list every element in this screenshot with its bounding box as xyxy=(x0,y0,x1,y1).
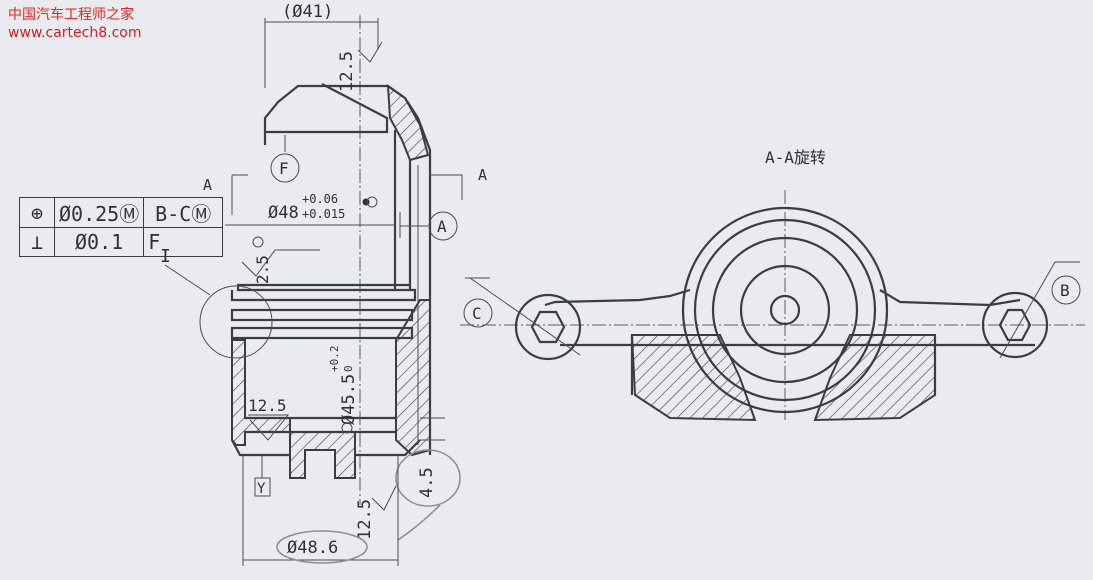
base-sides xyxy=(630,335,937,395)
watermark-line2: www.cartech8.com xyxy=(8,25,142,41)
right-boss-hex xyxy=(998,308,1032,342)
datum-Y-box xyxy=(254,477,271,497)
roughness-bottom-value: 12.5 xyxy=(355,499,375,540)
ring-4 xyxy=(739,264,831,356)
pen-mark-45 xyxy=(395,449,461,507)
bottom-boss-hatch xyxy=(289,431,356,479)
datum-C-label: C xyxy=(472,304,482,323)
top-cap-hatch xyxy=(386,83,430,162)
groove-2 xyxy=(230,326,414,340)
datum-F-bubble xyxy=(270,153,300,183)
groove-1 xyxy=(230,308,414,322)
section-A-right-line xyxy=(430,174,463,200)
roughness-top-value: 12.5 xyxy=(337,51,357,92)
datum-A-label: A xyxy=(437,217,447,236)
datum-B-leader xyxy=(999,261,1056,359)
mid-cross-circle xyxy=(252,236,264,248)
watermark-line1: 中国汽车工程师之家 xyxy=(8,7,134,23)
perpendicularity-tolerance: Ø0.1 xyxy=(53,227,145,257)
detail-I-leader xyxy=(164,264,211,296)
datum-C-bubble xyxy=(463,298,493,328)
section-A-left-label: A xyxy=(203,176,212,194)
left-wall-hatch xyxy=(231,339,291,446)
side-section-view: I (Ø41) 12.5 Ø48 +0.06 +0.015 F A xyxy=(160,2,487,566)
roughness-mid-value: 2.5 xyxy=(253,255,272,284)
collar-top xyxy=(230,283,417,302)
detail-I-label: I xyxy=(160,246,171,267)
datum-C-leader xyxy=(469,277,581,356)
pen-mark-curve xyxy=(397,504,441,541)
section-AA-view: A-A旋转 C xyxy=(460,148,1085,422)
top-cap-inner xyxy=(265,83,389,134)
dim-height-small: 4.5 xyxy=(417,467,437,498)
bore-dot xyxy=(362,198,370,206)
dim-lower-bore-tol-lower: 0 xyxy=(342,365,355,372)
roughness-mid-symbol xyxy=(241,249,320,277)
bore-cross-circle xyxy=(366,196,378,208)
ring-3 xyxy=(711,236,859,384)
section-A-right-label: A xyxy=(478,166,487,184)
dim-bore-tol-lower: +0.015 xyxy=(302,207,345,221)
pen-mark-486 xyxy=(276,530,368,564)
lower-right-chamfer xyxy=(355,439,421,457)
datum-A-bubble xyxy=(428,211,458,241)
roughness-lower-left-symbol xyxy=(248,414,290,441)
position-symbol: ⊕ xyxy=(19,197,55,228)
datum-B-label: B xyxy=(1060,281,1070,300)
dim-lower-bore-tol-upper: +0.2 xyxy=(328,346,341,373)
fcf-row-perpendicularity: ⊥ Ø0.1 F xyxy=(19,227,224,257)
dim-top-diameter: (Ø41) xyxy=(282,2,333,22)
right-arm-top xyxy=(879,289,1021,307)
dim-bore-tol-upper: +0.06 xyxy=(302,192,338,206)
detail-I-circle xyxy=(199,285,273,359)
datum-B-bubble xyxy=(1051,275,1081,305)
watermark: 中国汽车工程师之家 www.cartech8.com xyxy=(8,6,141,42)
dim-bottom-diameter: Ø48.6 xyxy=(287,538,338,558)
left-boss-circle xyxy=(514,293,582,361)
dim-lower-bore: Ø45.5 xyxy=(339,374,359,425)
outer-ring xyxy=(681,206,889,414)
left-boss-hex xyxy=(530,310,566,344)
right-boss-circle xyxy=(981,291,1049,359)
lower-cross-circle xyxy=(341,422,353,434)
roughness-lower-left-value: 12.5 xyxy=(248,396,287,415)
lower-left-chamfer xyxy=(231,439,290,457)
datum-F-label: F xyxy=(279,159,289,178)
base-left-hatch xyxy=(630,334,757,422)
datum-Y-label: Y xyxy=(257,481,266,497)
base-right-hatch xyxy=(813,334,936,422)
ring-2 xyxy=(693,218,877,402)
centre-hole xyxy=(769,294,801,326)
feature-control-frame: ⊕ Ø0.25Ⓜ B-CⓂ ⊥ Ø0.1 F xyxy=(19,197,224,257)
roughness-top-symbol xyxy=(357,41,383,63)
perpendicularity-datum: F xyxy=(143,227,224,257)
left-arm-top xyxy=(544,288,691,307)
right-wall-hatch xyxy=(395,299,431,457)
section-A-left-line xyxy=(231,174,248,215)
dim-bore-diameter: Ø48 xyxy=(268,203,299,223)
roughness-bottom-symbol xyxy=(371,485,397,511)
section-AA-title: A-A旋转 xyxy=(765,148,826,167)
